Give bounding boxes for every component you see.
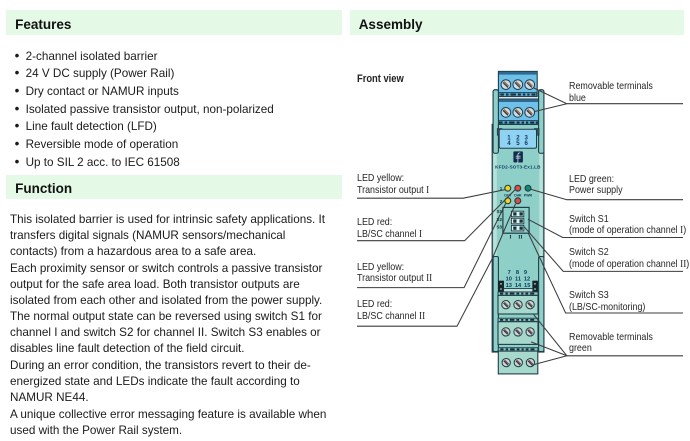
svg-text:1: 1	[507, 134, 511, 141]
svg-text:9: 9	[524, 270, 527, 276]
svg-text:4: 4	[507, 140, 511, 147]
svg-text:I: I	[509, 235, 511, 241]
svg-text:12: 12	[524, 277, 530, 283]
svg-text:5: 5	[516, 140, 520, 147]
svg-text:OUT: OUT	[504, 193, 512, 197]
svg-text:14: 14	[515, 283, 522, 289]
svg-text:2: 2	[500, 199, 503, 204]
svg-text:KFD2-SOT3-Ex1.LB: KFD2-SOT3-Ex1.LB	[495, 164, 541, 169]
svg-text:6: 6	[525, 140, 529, 147]
svg-text:PWR: PWR	[524, 193, 533, 197]
svg-text:CHK: CHK	[514, 193, 522, 197]
svg-text:11: 11	[515, 277, 521, 283]
svg-text:1: 1	[500, 186, 503, 191]
svg-text:2: 2	[516, 134, 520, 141]
svg-text:S2: S2	[496, 217, 502, 222]
svg-text:S3: S3	[496, 224, 502, 229]
svg-text:S1: S1	[496, 209, 502, 214]
svg-text:3: 3	[525, 134, 529, 141]
svg-text:II: II	[518, 235, 522, 241]
svg-text:10: 10	[506, 277, 512, 283]
svg-text:13: 13	[506, 283, 512, 289]
svg-text:8: 8	[516, 270, 519, 276]
svg-text:7: 7	[508, 270, 511, 276]
svg-text:15: 15	[524, 283, 530, 289]
